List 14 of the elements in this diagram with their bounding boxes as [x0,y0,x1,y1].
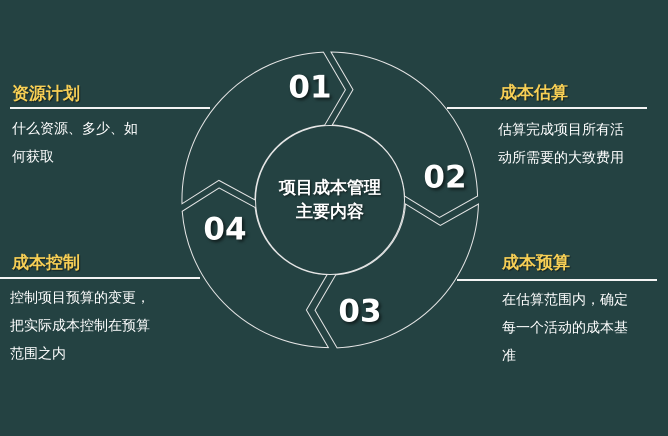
section-heading: 成本估算 [500,82,568,104]
step-number: 04 [203,214,247,246]
section-heading: 成本预算 [502,252,570,274]
description-text: 在估算范围内，确定每一个活动的成本基准 [502,291,629,366]
description-text: 估算完成项目所有活动所需要的大致费用 [498,121,625,168]
step-number: 01 [288,72,332,104]
description-text: 什么资源、多少、如何获取 [12,120,139,167]
center-title: 项目成本管理主要内容 [278,177,382,224]
section-heading: 成本控制 [12,252,80,274]
description-text: 控制项目预算的变更，把实际成本控制在预算范围之内 [10,289,151,364]
center-circle [255,125,405,275]
step-number: 02 [423,162,467,194]
section-heading: 资源计划 [12,83,80,105]
step-number: 03 [338,296,382,328]
